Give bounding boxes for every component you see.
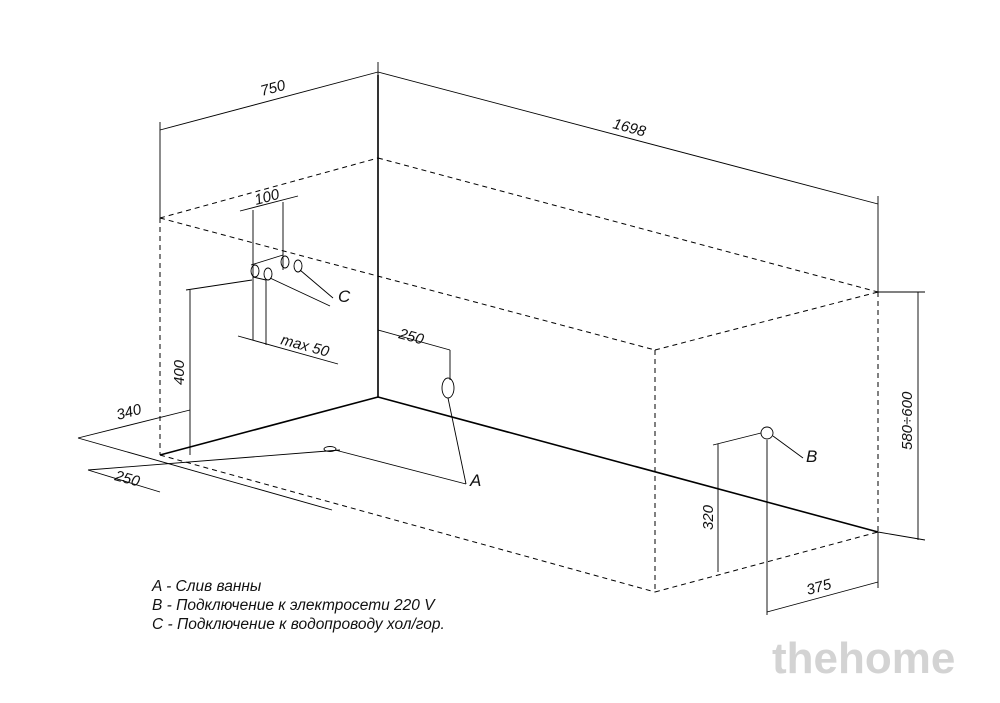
drain-outlet-icon: [323, 446, 337, 452]
drain-icon: [441, 377, 455, 399]
dim-label-750: 750: [259, 77, 288, 100]
dim-width: 750: [159, 62, 379, 218]
watermark-logo: thehome: [772, 634, 955, 683]
pipe-2-end-icon: [293, 259, 303, 273]
dim-length: 1698: [377, 71, 879, 292]
tub-bottom-front: [159, 454, 656, 593]
bathtub-outline: [159, 157, 879, 593]
dim-label-580-600: 580÷600: [899, 391, 916, 450]
floor-wall-line-right: [377, 396, 879, 533]
marker-b: B: [806, 447, 817, 466]
legend-item-b: B - Подключение к электросети 220 V: [152, 597, 436, 614]
room-walls: [159, 75, 879, 533]
tub-top-back: [159, 157, 379, 219]
dim-pipe-height: 400: [171, 279, 253, 455]
pipe-1-end-icon: [263, 267, 273, 281]
dim-side-offsets: 340 250: [77, 401, 341, 511]
dim-label-100: 100: [253, 186, 282, 209]
socket-b: B 320 375: [700, 426, 879, 615]
legend-item-c: C - Подключение к водопроводу хол/гор.: [152, 616, 445, 633]
dim-label-340: 340: [115, 401, 144, 424]
pipe-2-icon: [280, 255, 290, 269]
tub-top-right: [377, 157, 879, 293]
marker-c: C: [338, 287, 351, 306]
dim-label-250-side: 250: [112, 467, 142, 490]
legend: A - Слив ванны B - Подключение к электро…: [151, 578, 445, 633]
water-pipes: 100 max 50 C: [237, 186, 351, 365]
dim-tub-height: 580÷600: [877, 291, 926, 541]
dim-label-250-drain: 250: [396, 325, 426, 348]
marker-a: A: [469, 471, 481, 490]
dim-label-1698: 1698: [611, 115, 648, 140]
dim-label-375: 375: [805, 576, 834, 599]
pipe-1-icon: [250, 264, 260, 278]
dim-label-400: 400: [171, 359, 188, 385]
tub-bottom-end: [654, 531, 879, 593]
tub-top-front: [159, 217, 656, 351]
tub-top-end: [654, 291, 879, 351]
legend-item-a: A - Слив ванны: [151, 578, 262, 595]
socket-icon: [760, 426, 774, 440]
dim-label-320: 320: [700, 504, 717, 530]
dim-label-max-50: max 50: [279, 331, 332, 360]
drain-a: 250 A: [334, 325, 481, 490]
floor-wall-line-left: [159, 396, 379, 456]
